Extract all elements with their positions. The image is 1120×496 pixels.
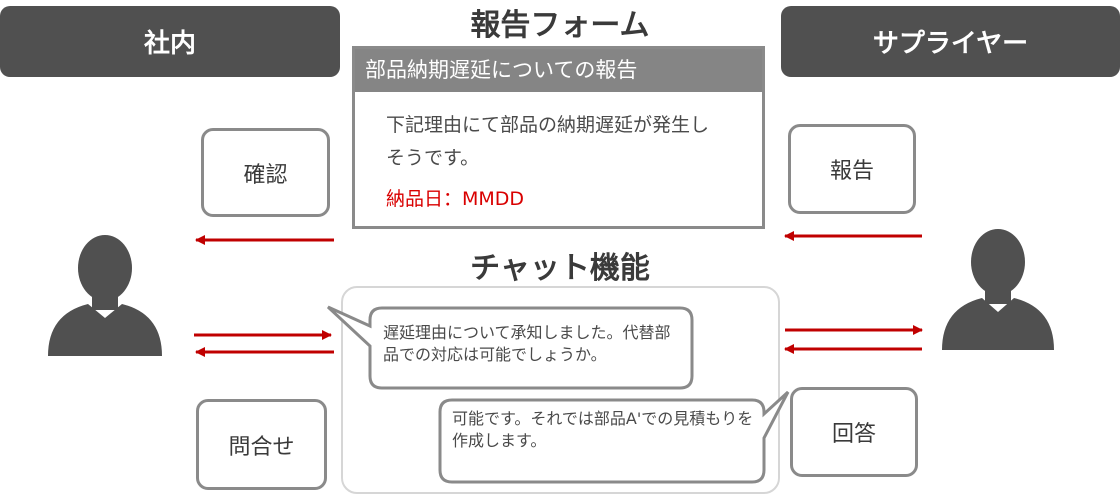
supplier-message-text: 可能です。それでは部品A'での見積もりを作成します。 bbox=[452, 409, 754, 450]
report-form-title: 報告フォーム bbox=[470, 8, 650, 43]
internal-actor-header: 社内 bbox=[0, 6, 340, 77]
confirm-label: 確認 bbox=[243, 162, 288, 188]
inquiry-action-box: 問合せ bbox=[196, 399, 327, 490]
report-form-header: 部品納期遅延についての報告 bbox=[355, 49, 762, 92]
supplier-actor-label: サプライヤー bbox=[872, 29, 1029, 59]
inquiry-label: 問合せ bbox=[228, 434, 295, 460]
internal-message-bubble bbox=[326, 305, 694, 390]
report-form-delivery-date: 納品日：MMDD bbox=[386, 188, 525, 210]
report-action-box: 報告 bbox=[788, 124, 916, 214]
report-label: 報告 bbox=[829, 159, 874, 184]
chat-feature-title: チャット機能 bbox=[470, 251, 650, 286]
answer-action-box: 回答 bbox=[790, 387, 918, 477]
internal-actor-label: 社内 bbox=[143, 29, 196, 59]
report-form: 部品納期遅延についての報告 下記理由にて部品の納期遅延が発生しそうです。 納品日… bbox=[352, 46, 765, 229]
supplier-actor-header: サプライヤー bbox=[781, 6, 1120, 77]
internal-message-text: 遅延理由について承知しました。代替部品での対応は可能でしょうか。 bbox=[383, 323, 671, 364]
report-form-body: 下記理由にて部品の納期遅延が発生しそうです。 bbox=[386, 114, 710, 169]
supplier-message-bubble bbox=[438, 390, 790, 484]
answer-label: 回答 bbox=[831, 422, 876, 447]
confirm-action-box: 確認 bbox=[201, 128, 330, 217]
internal-person-icon bbox=[48, 235, 162, 356]
supplier-person-icon bbox=[942, 229, 1054, 350]
